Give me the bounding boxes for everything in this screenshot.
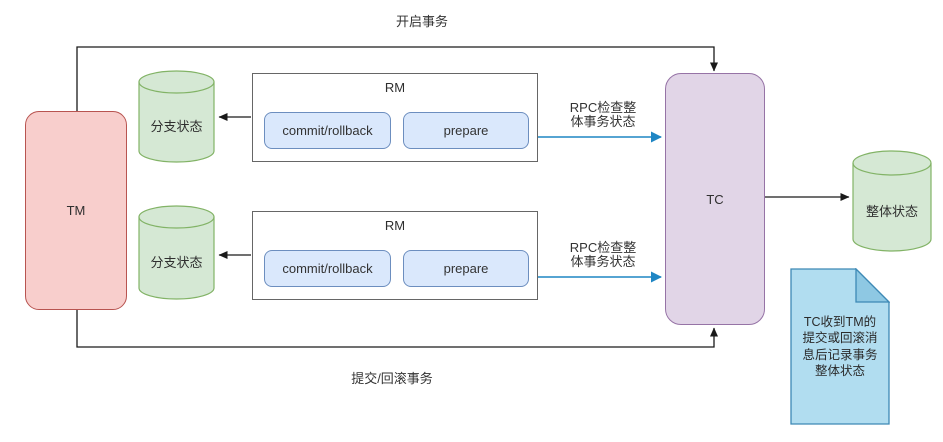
tm-label: TM <box>66 203 86 218</box>
global-status-cylinder: 整体状态 <box>852 150 932 252</box>
note-text: TC收到TM的 提交或回滚消 息后记录事务 整体状态 <box>790 268 890 425</box>
rpc-check-label-top-line2: 体事务状态 <box>570 114 636 129</box>
cylinder-shape <box>138 70 215 163</box>
branch-status-label-bottom: 分支状态 <box>150 255 203 270</box>
edge-tm-to-tc-commit-rollback <box>76 310 718 348</box>
rm-top-label: RM <box>384 80 406 95</box>
cylinder-shape <box>138 205 215 300</box>
rm-bottom-node: RM commit/rollback prepare <box>252 211 538 300</box>
note-text-line1: TC收到TM的 <box>803 314 877 329</box>
global-status-label: 整体状态 <box>865 203 918 219</box>
start-transaction-label: 开启事务 <box>395 14 448 29</box>
prepare-button-bottom: prepare <box>403 250 529 287</box>
commit-rollback-button-top: commit/rollback <box>264 112 391 149</box>
commit-rollback-transaction-label: 提交/回滚事务 <box>351 371 433 386</box>
rpc-check-label-top-line1: RPC检查整 <box>569 100 637 115</box>
note-outline <box>790 268 890 425</box>
rm-bottom-label: RM <box>384 218 406 233</box>
note-text-line2: 提交或回滚消 <box>802 331 878 345</box>
tc-label: TC <box>706 191 724 207</box>
rpc-check-label-bottom: RPC检查整 体事务状态 <box>548 241 658 269</box>
note-shape: TC收到TM的 提交或回滚消 息后记录事务 整体状态 <box>790 268 890 425</box>
branch-status-cylinder-top: 分支状态 <box>138 70 215 163</box>
commit-rollback-button-bottom: commit/rollback <box>264 250 391 287</box>
tm-node: TM <box>25 111 127 310</box>
rpc-check-label-bottom-line1: RPC检查整 <box>569 240 637 255</box>
note-text-line3: 息后记录事务 <box>802 347 878 362</box>
tc-node: TC <box>665 73 765 325</box>
branch-status-cylinder-bottom: 分支状态 <box>138 205 215 300</box>
prepare-button-top: prepare <box>403 112 529 149</box>
cylinder-shape <box>852 150 932 252</box>
rpc-check-label-top: RPC检查整 体事务状态 <box>548 101 658 129</box>
branch-status-label-top: 分支状态 <box>150 119 203 134</box>
note-text-line4: 整体状态 <box>814 364 865 378</box>
rpc-check-label-bottom-line2: 体事务状态 <box>570 254 636 269</box>
rm-top-node: RM commit/rollback prepare <box>252 73 538 162</box>
